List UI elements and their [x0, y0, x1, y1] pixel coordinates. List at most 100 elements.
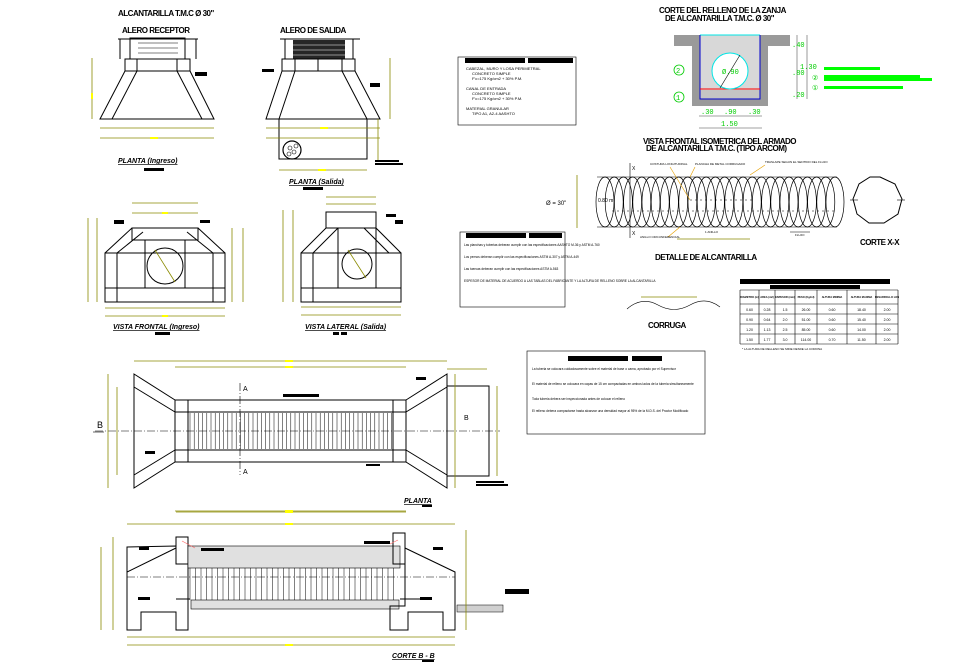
table-cell: 14.00	[857, 328, 866, 332]
table-header: AREA (m2)	[760, 295, 774, 299]
svg-text:.90: .90	[724, 109, 737, 117]
table-cell: 2.00	[884, 338, 891, 342]
fill-material	[187, 545, 401, 569]
svg-text:B: B	[97, 420, 103, 430]
caption-vista-lateral: VISTA LATERAL (Salida)	[305, 324, 387, 331]
table-cell: 18.40	[857, 308, 866, 312]
svg-text:DE ALCANTARILLA T.M.C. (TIPO A: DE ALCANTARILLA T.M.C. (TIPO ARCOM)	[646, 144, 787, 153]
svg-text:Las tuercas deberan cumplir co: Las tuercas deberan cumplir con las espe…	[464, 267, 558, 271]
table-cell: 2.0	[783, 318, 788, 322]
svg-text:El relleno debera compactarse: El relleno debera compactarse hasta alca…	[532, 409, 688, 413]
svg-text:X: X	[632, 231, 636, 237]
table-cell: 11.50	[857, 338, 866, 342]
alero-salida-grate	[293, 40, 345, 59]
planta-salida: ALERO DE SALIDA PLANTA (Salida)	[262, 26, 403, 190]
svg-text:CANAL DE ENTRADA: CANAL DE ENTRADA	[466, 86, 506, 91]
table-cell: 15.40	[857, 318, 866, 322]
table-cell: 0.60	[829, 308, 836, 312]
table-header: DESARROLLO LON	[875, 295, 899, 299]
table-cell: 2.00	[884, 318, 891, 322]
corrugation-ring	[678, 176, 698, 228]
caption-planta-salida: PLANTA (Salida)	[289, 179, 345, 186]
corrugation-ring	[752, 176, 771, 228]
table-cell: 0.90	[746, 318, 753, 322]
table-header: PESO (Kg/ml)	[798, 295, 815, 299]
table-footnote: * LA ALTURA DE RELLENO SE MIDE DESDE LA …	[742, 347, 822, 351]
table-cell: 0.60	[829, 328, 836, 332]
svg-text:FLUJO: FLUJO	[795, 233, 805, 237]
table-header: ALTURA MAXIMA	[851, 295, 873, 299]
corrugation-ring	[761, 176, 780, 228]
table-cell: 3.0	[783, 338, 788, 342]
table-cell: 0.60	[746, 308, 753, 312]
caption-planta: PLANTA	[404, 498, 432, 505]
corruga-detail: CORRUGA	[626, 296, 721, 330]
svg-text:VISTA FRONTAL ISOMETRICA DEL A: VISTA FRONTAL ISOMETRICA DEL ARMADO	[643, 137, 796, 146]
pipe-isometric: VISTA FRONTAL ISOMETRICA DEL ARMADO DE A…	[546, 137, 905, 262]
svg-text:F'c=175 Kg/cm2 + 30% P.M.: F'c=175 Kg/cm2 + 30% P.M.	[472, 96, 522, 101]
table-cell: 2.5	[783, 328, 788, 332]
corrugation-ring	[696, 176, 716, 228]
table-cell: 2.00	[884, 328, 891, 332]
corrugation-ring	[770, 176, 790, 228]
table-cell: 0.70	[829, 338, 836, 342]
alero-receptor-grate	[129, 37, 186, 60]
trench-title-1: CORTE DEL RELLENO DE LA ZANJA	[659, 6, 787, 15]
table-header: DIAMETRO (m)	[740, 295, 759, 299]
svg-text:ANILLO CIRCUNFERENCIAL: ANILLO CIRCUNFERENCIAL	[640, 235, 680, 239]
svg-text:②: ②	[812, 74, 818, 83]
corrugation-rings	[595, 176, 845, 228]
corrugation-ring	[807, 176, 826, 228]
svg-text:.80: .80	[792, 70, 805, 78]
svg-text:CONCRETO SIMPLE: CONCRETO SIMPLE	[472, 91, 511, 96]
corrugation-ring	[614, 176, 633, 228]
table-header: ALTURA MINIMA	[822, 295, 843, 299]
corrugation-ring	[779, 176, 799, 228]
svg-text:CORTE X-X: CORTE X-X	[860, 238, 900, 247]
legend-bar	[824, 67, 880, 70]
diameter-label: Ø = 30"	[546, 201, 566, 207]
svg-text:El material de relleno se colo: El material de relleno se colocara en ca…	[532, 382, 694, 386]
corrugation-ring	[798, 176, 817, 228]
pipe-diameter-label: Ø.90	[722, 68, 739, 77]
table-cell: 26.00	[802, 308, 811, 312]
svg-text:1 ANILLO: 1 ANILLO	[705, 230, 719, 234]
svg-text:.20: .20	[792, 92, 805, 100]
svg-text:A: A	[243, 386, 248, 393]
notes-box-specs: Las planchas y tuberias deberan cumplir …	[459, 231, 656, 308]
drain-grate-icon	[282, 140, 302, 160]
svg-text:①: ①	[812, 84, 818, 93]
table-cell: 85.00	[802, 328, 811, 332]
pipe-opening	[146, 247, 184, 285]
corrugation-wave	[626, 300, 721, 310]
corrugation-ring	[825, 176, 845, 228]
table-cell: 1.20	[746, 328, 753, 332]
svg-text:1.30: 1.30	[800, 64, 817, 72]
table-cell: 0.60	[829, 318, 836, 322]
svg-text:Los pernos deberan cumplir con: Los pernos deberan cumplir con las espec…	[464, 255, 579, 259]
corte-bb: CORTE B - B	[100, 511, 529, 662]
corrugation-ring	[650, 176, 670, 228]
notes-box-construction: La tuberia se colocara cuidadosamente so…	[526, 350, 706, 435]
svg-text:PLANCHA DE METAL CORRUGADO: PLANCHA DE METAL CORRUGADO	[695, 162, 746, 166]
corrugation-ring	[595, 176, 615, 228]
svg-text:La tuberia se colocara cuidado: La tuberia se colocara cuidadosamente so…	[532, 367, 677, 371]
corrugation-ring	[669, 176, 688, 228]
corrugation-ring	[604, 176, 624, 228]
table-cell: 2.00	[884, 308, 891, 312]
label-tag	[195, 72, 207, 76]
svg-text:2: 2	[676, 68, 680, 76]
table-header: ESPESOR (mm)	[775, 295, 795, 299]
table-cell: 1.5	[783, 308, 788, 312]
caption-planta-ingreso: PLANTA (Ingreso)	[118, 158, 178, 165]
svg-text:B: B	[464, 415, 469, 422]
corrugation-ring	[733, 176, 753, 228]
corrugation-ring	[632, 176, 652, 228]
table-cell: 1.50	[746, 338, 753, 342]
corrugation-ring	[788, 176, 808, 228]
notes-box-materials: CABEZAL, MURO Y LOSA PERIMETRAL CONCRETO…	[457, 56, 577, 126]
pipe-section-ribs	[189, 568, 394, 600]
corrugation-ring	[706, 176, 725, 228]
svg-text:F'c=175 Kg/cm2 + 30% P.M.: F'c=175 Kg/cm2 + 30% P.M.	[472, 76, 522, 81]
